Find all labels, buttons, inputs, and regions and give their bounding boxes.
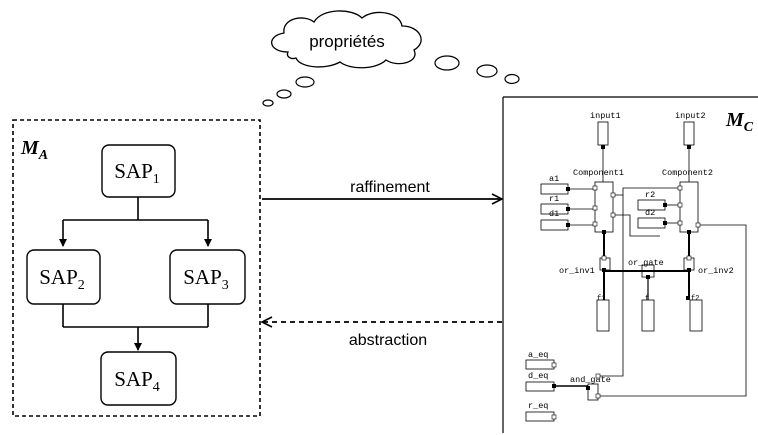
properties-cloud: propriétés [262,10,520,107]
block-f1 [596,299,610,332]
svg-text:SAP1: SAP1 [114,159,160,187]
label-or-inv2: or_inv2 [698,266,734,276]
cloud-shape [271,10,422,69]
cloud-bubble-4 [295,76,315,88]
sap-box-3: SAP3 [169,249,246,305]
label-a-eq: a_eq [528,350,548,360]
svg-text:SAP2: SAP2 [39,265,85,293]
label-or-gate: or_gate [628,258,664,268]
label-input1: input1 [590,111,621,121]
concrete-model-label: MC [725,109,754,135]
block-a1 [540,183,569,195]
svg-text:SAP4: SAP4 [114,367,160,395]
block-f2 [689,299,703,332]
cloud-bubble-5 [276,89,292,99]
label-r2: r2 [645,190,655,200]
cloud-bubble-2 [476,64,498,78]
sap-box-1: SAP1 [101,144,176,198]
sap-box-2: SAP2 [26,249,101,305]
label-input2: input2 [675,111,706,121]
label-d-eq: d_eq [528,371,548,381]
label-r-eq: r_eq [528,401,548,411]
block-input1 [597,121,609,146]
label-d1: d1 [549,209,559,219]
block-a-eq [525,359,555,370]
sap-box-4: SAP4 [100,351,177,406]
block-component1 [594,181,614,233]
abstraction-label: abstraction [349,332,427,349]
label-component2: Component2 [662,168,713,178]
label-f1: f1 [597,295,605,303]
block-d-eq [525,381,555,392]
refinement-arrow: raffinement [262,179,502,199]
abstract-model: MA SAP1 SAP2 SAP3 SAP4 [12,119,261,417]
refinement-label: raffinement [350,179,430,196]
block-component2 [679,181,699,233]
svg-text:SAP3: SAP3 [183,265,229,293]
block-f [641,299,655,332]
block-d1 [540,219,569,231]
cloud-label: propriétés [309,32,385,51]
label-d2: d2 [645,208,655,218]
block-d2 [637,217,666,229]
label-a1: a1 [549,174,559,184]
label-and-gate: and_gate [570,375,611,385]
label-f: f [645,295,649,303]
label-component1: Component1 [573,168,624,178]
cloud-bubble-3 [504,73,520,85]
cloud-bubble-1 [434,55,460,71]
cloud-bubble-6 [262,99,274,107]
block-and-gate [587,383,599,401]
label-r1: r1 [549,194,559,204]
block-input2 [683,121,695,146]
label-f2: f2 [691,295,699,303]
label-or-inv1: or_inv1 [559,266,595,276]
block-r-eq [525,411,555,422]
abstract-model-frame [12,119,261,417]
abstraction-arrow: abstraction [262,322,502,349]
concrete-model: MC input1 input2 Component1 Component2 a… [502,96,758,433]
abstract-model-label: MA [20,137,48,163]
